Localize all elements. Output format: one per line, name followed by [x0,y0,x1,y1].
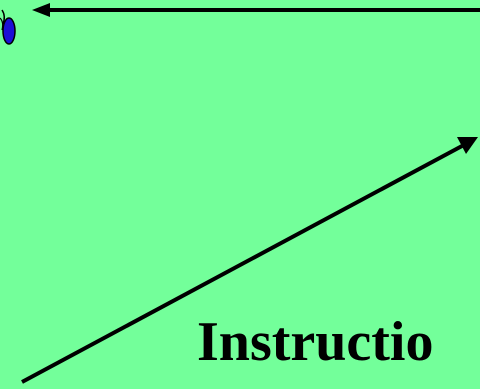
blue-leaf-figure-icon [0,10,15,44]
horizontal-arrow [32,3,480,17]
instruction-caption: Instructio [197,314,433,370]
